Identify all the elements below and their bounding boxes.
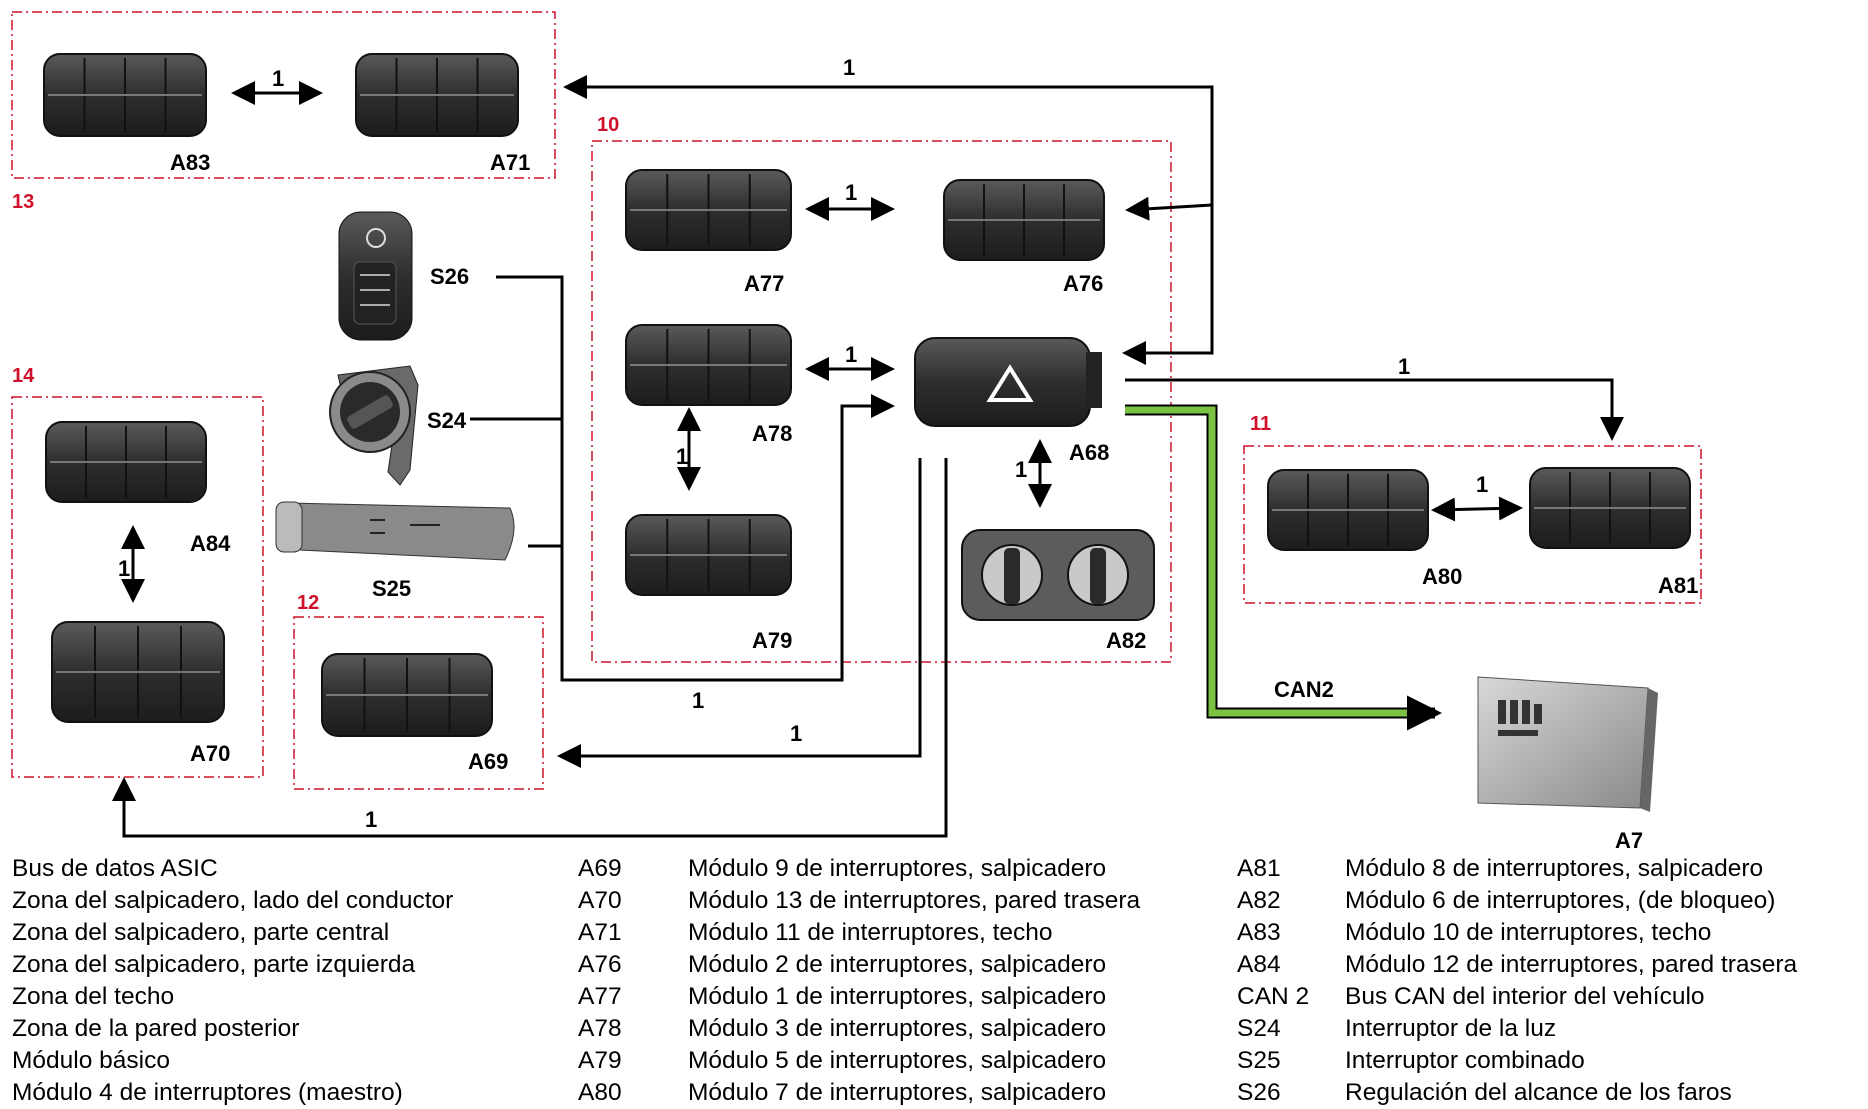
legend-code: A70 (578, 885, 622, 917)
bus-number-label: 1 (118, 556, 130, 581)
legend-text: Módulo 6 de interruptores, (de bloqueo) (1345, 885, 1775, 917)
a82-lock-module (962, 530, 1154, 620)
legend-text: Zona del salpicadero, lado del conductor (12, 885, 453, 917)
legend-text: Módulo básico (12, 1045, 170, 1077)
legend-code: A79 (578, 1045, 622, 1077)
legend-code: A84 (1237, 949, 1281, 981)
legend-code: S25 (1237, 1045, 1281, 1077)
legend-code: A77 (578, 981, 622, 1013)
a69-switch-panel (322, 654, 492, 736)
bus-number-label: 1 (676, 444, 688, 469)
bus-number-label: 1 (845, 180, 857, 205)
legend-text: Módulo 1 de interruptores, salpicadero (688, 981, 1106, 1013)
wiring-diagram: 13 10 14 12 11 (0, 0, 1868, 853)
can2-bus-line (1125, 410, 1435, 713)
s24-label: S24 (427, 408, 467, 433)
a81-switch-panel (1530, 468, 1690, 548)
a68-label: A68 (1069, 440, 1109, 465)
legend-text: Módulo 7 de interruptores, salpicadero (688, 1077, 1106, 1109)
legend-text: Módulo 12 de interruptores, pared traser… (1345, 949, 1797, 981)
legend-text: Módulo 4 de interruptores (maestro) (12, 1077, 403, 1109)
a83-switch-panel (44, 54, 206, 136)
a76-switch-panel (944, 180, 1104, 260)
legend-text: Módulo 2 de interruptores, salpicadero (688, 949, 1106, 981)
s26-headlamp-range-switch (339, 212, 412, 340)
a77-switch-panel (626, 170, 791, 250)
a83-label: A83 (170, 150, 210, 175)
legend-text: Regulación del alcance de los faros (1345, 1077, 1732, 1109)
legend-code: A82 (1237, 885, 1281, 917)
legend-text: Zona del salpicadero, parte izquierda (12, 949, 415, 981)
legend-text: Bus CAN del interior del vehículo (1345, 981, 1705, 1013)
legend-text: Bus de datos ASIC (12, 853, 218, 885)
legend-code: A80 (578, 1077, 622, 1109)
a7-label: A7 (1615, 828, 1643, 853)
a79-switch-panel (626, 515, 791, 595)
bus-number-label: 1 (272, 66, 284, 91)
s25-combination-switch (276, 502, 514, 560)
legend-code: CAN 2 (1237, 981, 1309, 1013)
bus-number-label: 1 (692, 688, 704, 713)
s24-light-switch (330, 366, 418, 485)
legend-code: A81 (1237, 853, 1281, 885)
legend-code: S24 (1237, 1013, 1281, 1045)
zone-13-label: 13 (12, 191, 34, 213)
legend-code: A83 (1237, 917, 1281, 949)
legend-text: Módulo 13 de interruptores, pared traser… (688, 885, 1140, 917)
legend-code: A69 (578, 853, 622, 885)
zone-10-label: 10 (597, 114, 619, 136)
legend-code: A78 (578, 1013, 622, 1045)
a81-label: A81 (1658, 573, 1698, 598)
a78-switch-panel (626, 325, 791, 405)
a77-label: A77 (744, 271, 784, 296)
a70-label: A70 (190, 741, 230, 766)
a70-switch-panel (52, 622, 224, 722)
a84-switch-panel (46, 422, 206, 502)
legend-text: Módulo 8 de interruptores, salpicadero (1345, 853, 1763, 885)
bus-number-label: 1 (843, 55, 855, 80)
zone-12-label: 12 (297, 592, 319, 614)
s26-label: S26 (430, 264, 469, 289)
a71-switch-panel (356, 54, 518, 136)
a82-label: A82 (1106, 628, 1146, 653)
legend-code: A71 (578, 917, 622, 949)
zone-14-label: 14 (12, 365, 35, 387)
legend-text: Zona del techo (12, 981, 174, 1013)
legend-text: Módulo 11 de interruptores, techo (688, 917, 1053, 949)
bus-number-label: 1 (845, 342, 857, 367)
a68-master-module (915, 338, 1102, 426)
a80-switch-panel (1268, 470, 1428, 550)
a69-label: A69 (468, 749, 508, 774)
legend-code: A76 (578, 949, 622, 981)
legend-text: Módulo 10 de interruptores, techo (1345, 917, 1711, 949)
a76-label: A76 (1063, 271, 1103, 296)
s25-label: S25 (372, 576, 411, 601)
bus-number-label: 1 (1398, 354, 1410, 379)
legend-text: Interruptor combinado (1345, 1045, 1585, 1077)
bus-number-label: 1 (365, 807, 377, 832)
bus-number-label: 1 (1015, 457, 1027, 482)
a78-label: A78 (752, 421, 792, 446)
can2-label: CAN2 (1274, 677, 1334, 702)
legend-text: Módulo 5 de interruptores, salpicadero (688, 1045, 1106, 1077)
a79-label: A79 (752, 628, 792, 653)
legend-text: Interruptor de la luz (1345, 1013, 1556, 1045)
bus-number-label: 1 (790, 721, 802, 746)
a84-label: A84 (190, 531, 231, 556)
legend-text: Módulo 3 de interruptores, salpicadero (688, 1013, 1106, 1045)
bus-number-label: 1 (1476, 472, 1488, 497)
zone-11-label: 11 (1250, 413, 1271, 435)
legend-text: Zona del salpicadero, parte central (12, 917, 389, 949)
legend-text: Zona de la pared posterior (12, 1013, 299, 1045)
a71-label: A71 (490, 150, 530, 175)
legend-code: S26 (1237, 1077, 1281, 1109)
legend-text: Módulo 9 de interruptores, salpicadero (688, 853, 1106, 885)
a7-base-module (1478, 677, 1658, 812)
a80-label: A80 (1422, 564, 1462, 589)
